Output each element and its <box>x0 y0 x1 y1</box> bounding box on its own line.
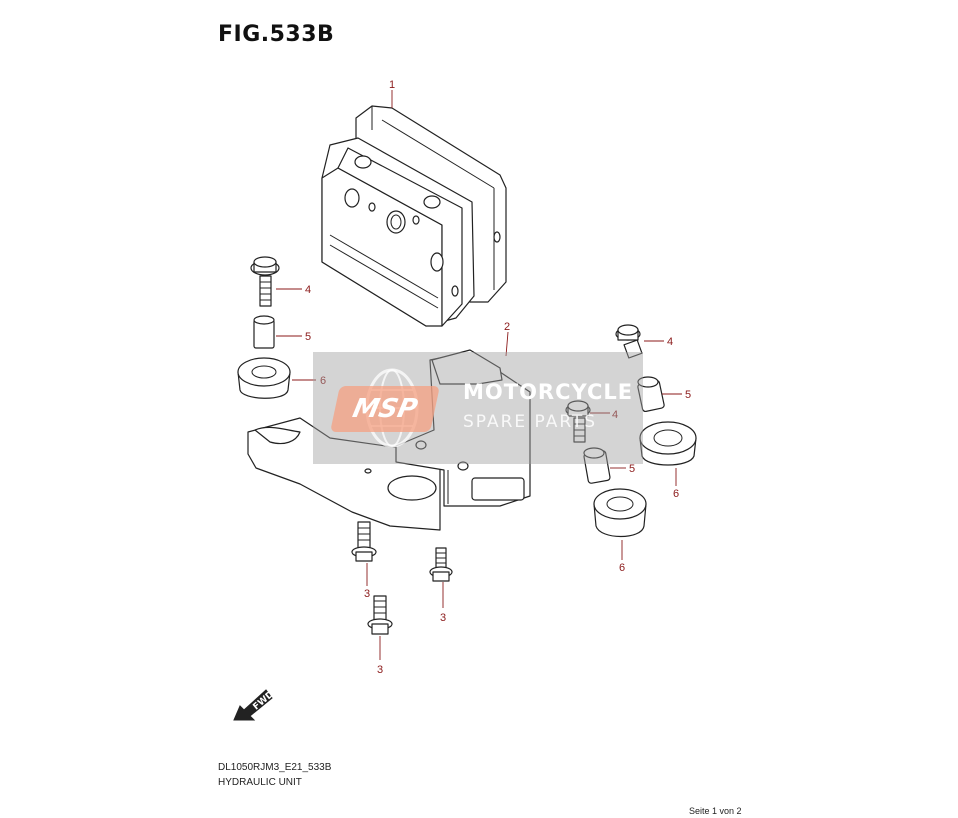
assembly-name: HYDRAULIC UNIT <box>218 777 302 788</box>
callout-hydraulic-unit: 1 <box>389 79 395 91</box>
bolt-right-top[interactable] <box>615 324 643 359</box>
callout-bolt-right-top: 4 <box>667 336 673 348</box>
callout-spacer-right-mid: 5 <box>629 463 635 475</box>
callout-grommet-right-low: 6 <box>619 562 625 574</box>
spacer-right-mid[interactable] <box>583 447 611 484</box>
spacer-right-top[interactable] <box>637 376 665 413</box>
figure-title: FIG.533B <box>218 22 335 47</box>
callout-grommet-right-top: 6 <box>673 488 679 500</box>
callout-bolt-lower-b: 3 <box>440 612 446 624</box>
bolt-left[interactable] <box>250 256 280 307</box>
watermark-line2: SPARE PARTS <box>463 412 598 432</box>
model-code: DL1050RJM3_E21_533B <box>218 762 332 773</box>
callout-bolt-left: 4 <box>305 284 311 296</box>
callout-spacer-right-top: 5 <box>685 389 691 401</box>
watermark: MSP MOTORCYCLE SPARE PARTS <box>313 352 643 464</box>
callout-bolt-lower-a: 3 <box>364 588 370 600</box>
fwd-arrow-icon <box>233 689 273 721</box>
callout-bolt-lower-c: 3 <box>377 664 383 676</box>
bolt-lower-c[interactable] <box>367 595 393 635</box>
grommet-left[interactable] <box>237 357 291 399</box>
bolt-lower-a[interactable] <box>351 521 377 562</box>
mounting-bracket[interactable] <box>247 349 531 531</box>
bolt-right-mid[interactable] <box>565 400 591 443</box>
page-indicator: Seite 1 von 2 <box>689 806 742 816</box>
bolt-lower-b[interactable] <box>429 547 453 582</box>
msp-logo: MSP <box>330 386 440 432</box>
hydraulic-unit[interactable] <box>321 105 507 327</box>
callout-bracket: 2 <box>504 321 510 333</box>
callout-grommet-left: 6 <box>320 375 326 387</box>
watermark-line1: MOTORCYCLE <box>463 380 634 404</box>
grommet-right-low[interactable] <box>593 488 647 537</box>
grommet-right-top[interactable] <box>639 421 697 466</box>
spacer-left[interactable] <box>253 315 275 349</box>
callout-bolt-right-mid: 4 <box>612 409 618 421</box>
callout-spacer-left: 5 <box>305 331 311 343</box>
